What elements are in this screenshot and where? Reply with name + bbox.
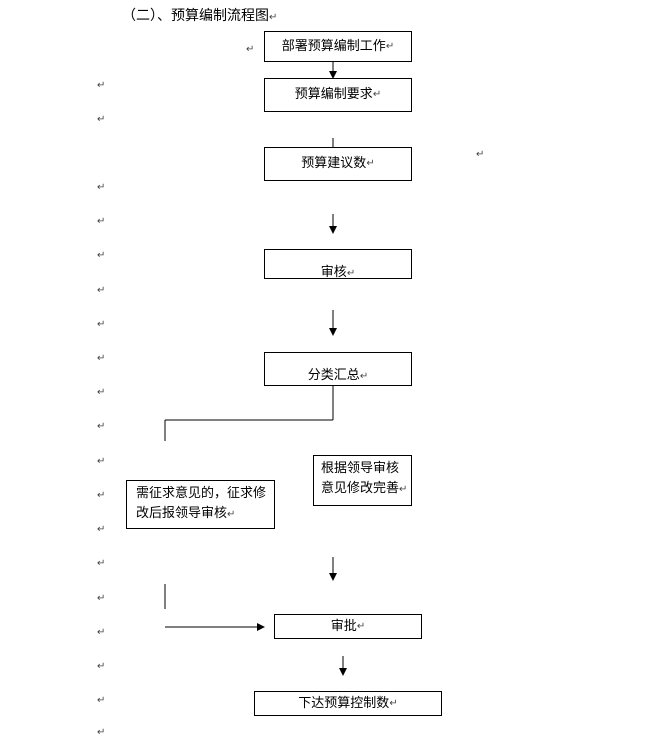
paragraph-mark: ↵ bbox=[97, 182, 106, 193]
step-leader-revise-line2: 意见修改完善↵ bbox=[321, 481, 408, 496]
paragraph-mark: ↵ bbox=[97, 490, 106, 501]
paragraph-mark: ↵ bbox=[97, 727, 106, 738]
step-requirements-box: 预算编制要求↵ bbox=[264, 78, 412, 112]
step-consult-box: 需征求意见的，征求修 改后报领导审核↵ bbox=[126, 480, 275, 529]
step-review-label: 审核↵ bbox=[320, 265, 356, 279]
paragraph-mark: ↵ bbox=[97, 387, 106, 398]
step-summary-label: 分类汇总↵ bbox=[307, 368, 369, 383]
paragraph-mark: ↵ bbox=[97, 250, 106, 261]
paragraph-mark: ↵ bbox=[97, 80, 106, 91]
step-issue-box: 下达预算控制数↵ bbox=[254, 691, 442, 716]
paragraph-mark: ↵ bbox=[97, 421, 106, 432]
paragraph-mark: ↵ bbox=[97, 319, 106, 330]
paragraph-mark: ↵ bbox=[97, 353, 106, 364]
paragraph-mark: ↵ bbox=[97, 456, 106, 467]
paragraph-mark: ↵ bbox=[97, 695, 106, 706]
paragraph-mark: ↵ bbox=[97, 558, 106, 569]
paragraph-mark: ↵ bbox=[246, 44, 255, 55]
page-title: （二）、预算编制流程图↵ bbox=[122, 8, 278, 24]
paragraph-mark: ↵ bbox=[97, 661, 106, 672]
step-leader-revise-box: 根据领导审核 意见修改完善↵ bbox=[313, 455, 412, 506]
paragraph-mark: ↵ bbox=[97, 114, 106, 125]
step-summary-box: 分类汇总↵ bbox=[264, 352, 412, 386]
paragraph-mark: ↵ bbox=[97, 216, 106, 227]
step-deploy-box: 部署预算编制工作↵ bbox=[264, 31, 412, 62]
paragraph-mark: ↵ bbox=[97, 627, 106, 638]
step-approval-box: 审批↵ bbox=[274, 614, 422, 639]
step-consult-line2: 改后报领导审核↵ bbox=[136, 506, 236, 521]
paragraph-mark: ↵ bbox=[97, 285, 106, 296]
step-review-box: 审核↵ bbox=[264, 249, 412, 279]
paragraph-mark: ↵ bbox=[476, 149, 485, 160]
paragraph-mark: ↵ bbox=[97, 524, 106, 535]
step-proposed-box: 预算建议数↵ bbox=[264, 147, 412, 181]
paragraph-mark: ↵ bbox=[97, 593, 106, 604]
